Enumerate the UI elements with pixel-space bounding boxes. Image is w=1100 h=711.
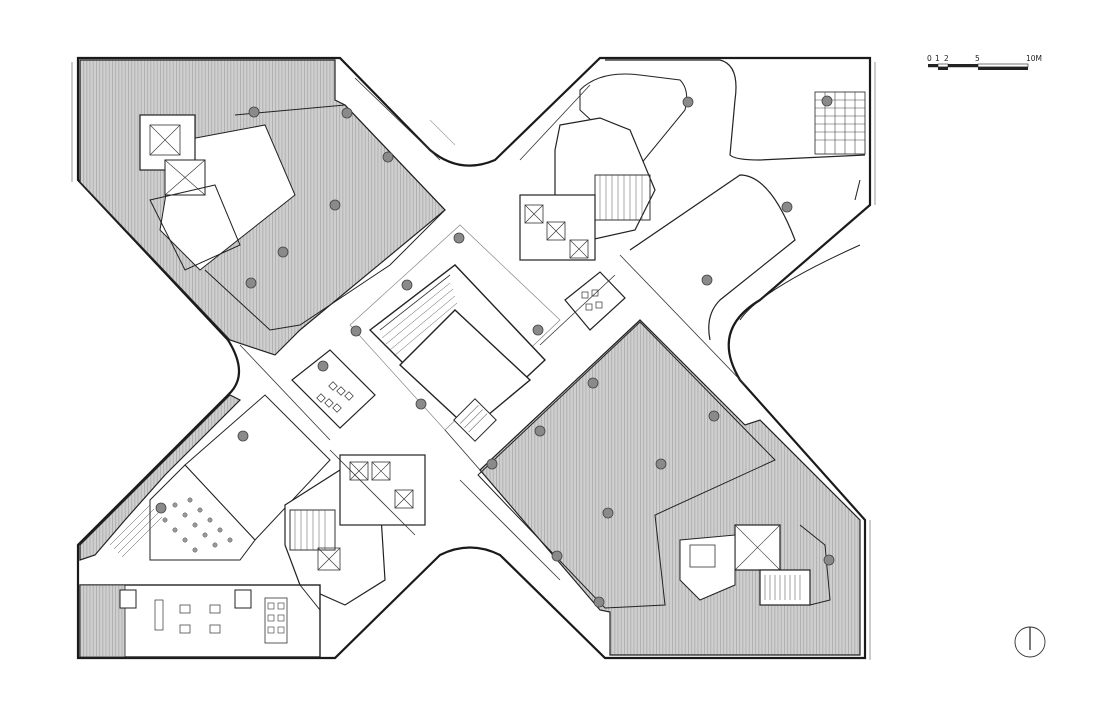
meeting-pod-west <box>291 349 376 429</box>
central-atrium <box>349 224 561 442</box>
northwest-wing <box>79 59 446 356</box>
scale-label-2: 2 <box>944 54 949 63</box>
corridor-lines <box>239 77 746 581</box>
scale-label-0: 0 <box>927 54 932 63</box>
scale-bar: 0 1 2 5 10M <box>927 54 1042 70</box>
southwest-wing <box>79 394 426 606</box>
southwest-annex <box>79 584 321 658</box>
north-arrow-icon <box>1014 626 1046 658</box>
southeast-wing <box>477 319 861 656</box>
structural-columns <box>155 95 835 608</box>
scale-label-5: 5 <box>975 54 980 63</box>
building-outline <box>71 56 876 660</box>
scale-label-1: 1 <box>935 54 940 63</box>
scale-label-10m: 10M <box>1026 54 1042 63</box>
meeting-pod-east <box>564 271 626 331</box>
northeast-wing <box>519 59 866 341</box>
